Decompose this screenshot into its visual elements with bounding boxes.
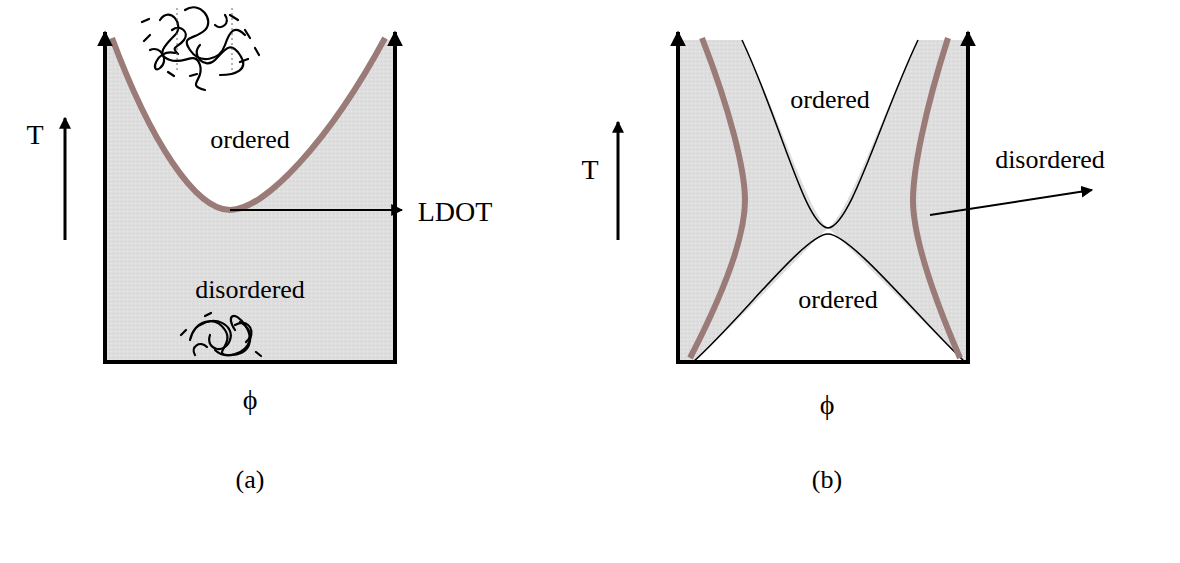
- region-label: disordered: [195, 277, 305, 303]
- axis-label: T: [581, 156, 598, 184]
- panel-label: (a): [236, 467, 265, 493]
- axis-label: T: [26, 121, 43, 149]
- axis-label: ϕ: [243, 386, 258, 414]
- callout-label: LDOT: [418, 198, 493, 226]
- region-label: ordered: [210, 127, 289, 153]
- region-label: disordered: [995, 147, 1105, 173]
- panel-a: [65, 7, 402, 362]
- region-label: ordered: [790, 87, 869, 113]
- panel-b: [618, 32, 1092, 362]
- panel-label: (b): [812, 467, 842, 493]
- region-label: ordered: [798, 287, 877, 313]
- axis-label: ϕ: [820, 391, 835, 419]
